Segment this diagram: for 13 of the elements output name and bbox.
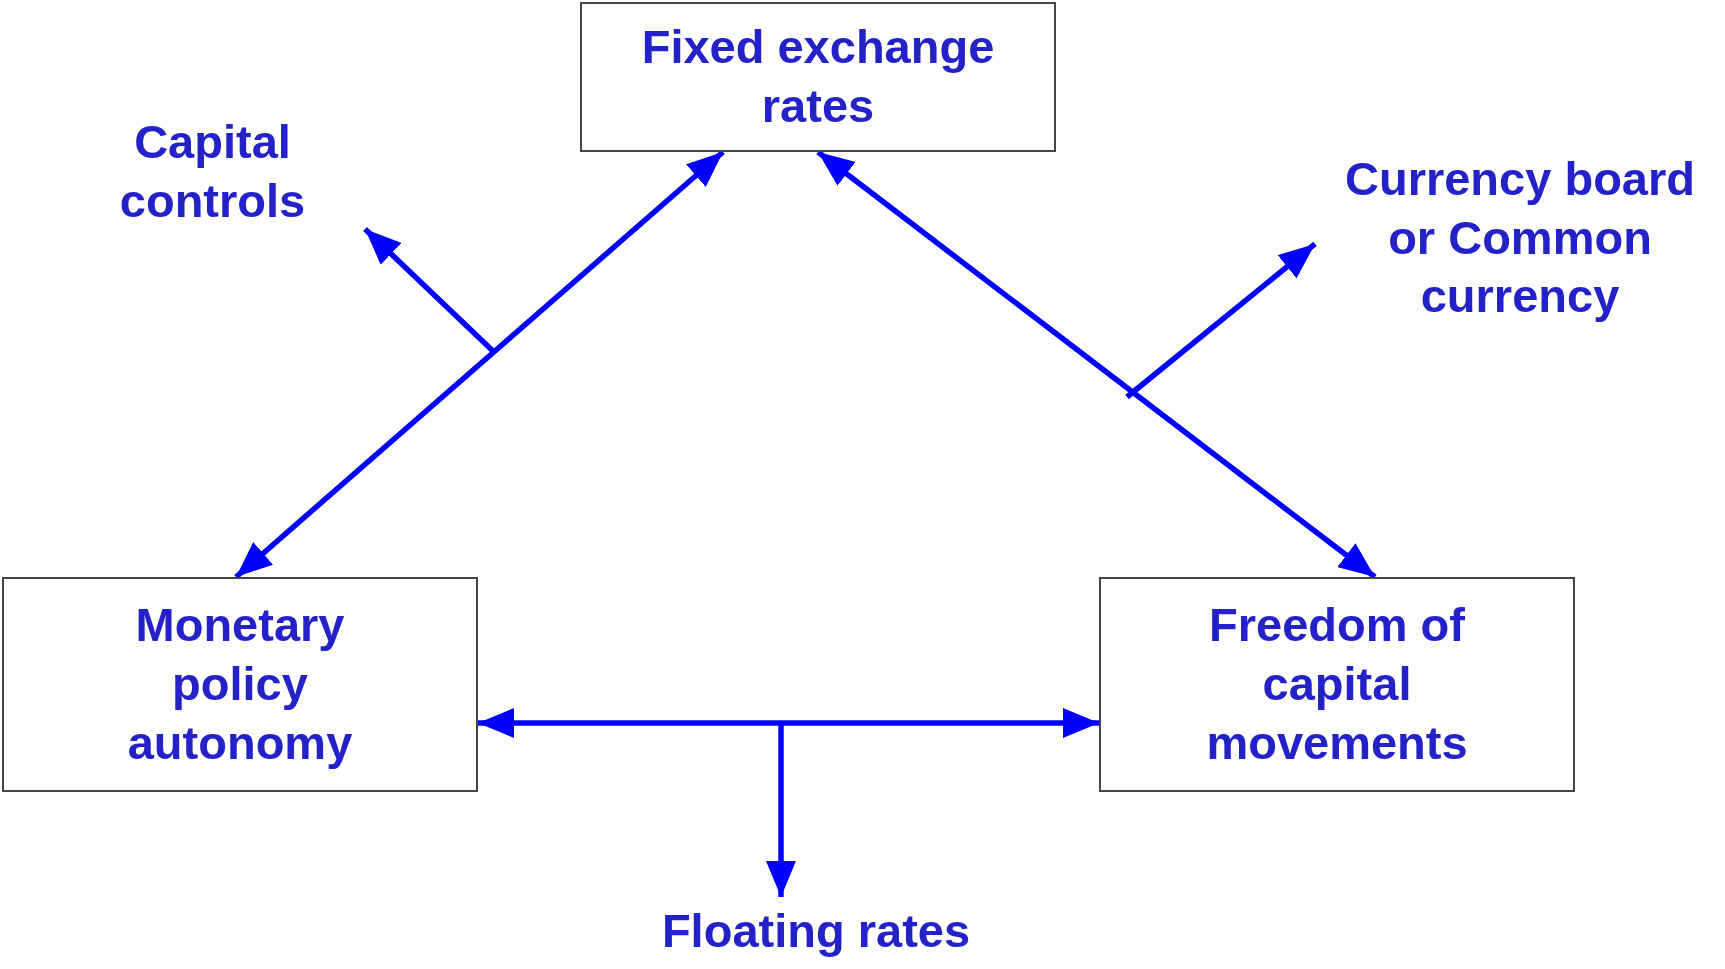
- box-label: Fixed exchange rates: [640, 19, 996, 134]
- policy-label: Currency board or Common currency: [1344, 150, 1696, 325]
- concept-box: [2, 577, 478, 792]
- box-label: Monetary policy autonomy: [126, 597, 354, 771]
- policy-label: Floating rates: [661, 902, 971, 959]
- concept-box: [580, 2, 1056, 152]
- arrow: [478, 708, 1099, 738]
- arrow: [766, 723, 796, 897]
- concept-box: [1099, 577, 1575, 792]
- arrow: [363, 226, 496, 354]
- policy-label: Capital controls: [118, 114, 307, 229]
- box-label: Freedom of capital movements: [1205, 597, 1469, 771]
- arrow: [1125, 241, 1317, 400]
